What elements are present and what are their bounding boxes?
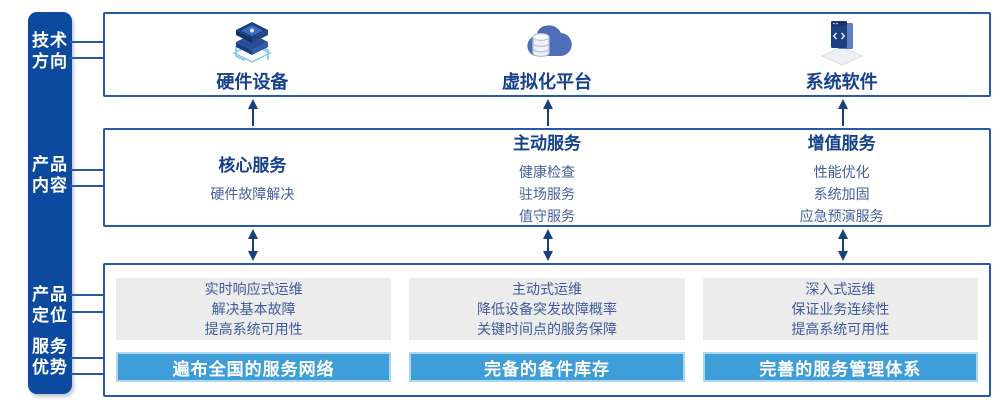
- connector-line: [70, 357, 104, 359]
- positioning-column-3: 深入式运维 保证业务连续性 提高系统可用性 完善的服务管理体系: [702, 278, 978, 395]
- connector-line: [70, 373, 104, 375]
- product-positioning-box: 实时响应式运维 解决基本故障 提高系统可用性 遍布全国的服务网络 主动式运维 降…: [103, 263, 991, 397]
- positioning-column-2: 主动式运维 降低设备突发故障概率 关键时间点的服务保障 完备的备件库存: [409, 278, 685, 395]
- service-item: 健康检查: [519, 163, 575, 180]
- positioning-line: 深入式运维: [805, 281, 876, 297]
- tech-label-software: 系统软件: [805, 71, 878, 92]
- up-arrow: [838, 99, 848, 126]
- positioning-line: 提高系统可用性: [791, 321, 890, 337]
- service-column-core: 核心服务 硬件故障解决: [105, 130, 400, 225]
- service-item: 系统加固: [813, 185, 870, 202]
- tech-label-hardware: 硬件设备: [216, 71, 289, 92]
- service-item: 性能优化: [813, 163, 870, 180]
- service-column-value-added: 增值服务 性能优化 系统加固 应急预演服务: [694, 130, 989, 225]
- advantage-bar: 完善的服务管理体系: [702, 352, 978, 382]
- up-arrow: [543, 99, 553, 126]
- double-arrow: [838, 229, 848, 261]
- software-window-icon: [815, 16, 869, 66]
- service-item: 值守服务: [519, 207, 575, 224]
- positioning-description: 深入式运维 保证业务连续性 提高系统可用性: [702, 278, 978, 340]
- service-title: 核心服务: [218, 155, 287, 175]
- cloud-database-icon: [520, 16, 574, 66]
- positioning-line: 主动式运维: [511, 281, 582, 297]
- connector-line: [70, 311, 104, 313]
- positioning-line: 实时响应式运维: [204, 281, 303, 297]
- positioning-description: 主动式运维 降低设备突发故障概率 关键时间点的服务保障: [409, 278, 685, 340]
- double-arrow: [543, 229, 553, 261]
- positioning-description: 实时响应式运维 解决基本故障 提高系统可用性: [116, 278, 392, 340]
- service-title: 增值服务: [807, 133, 876, 153]
- connector-line: [70, 169, 104, 171]
- connector-line: [70, 294, 104, 296]
- tech-direction-box: 硬件设备 虚拟化平台: [103, 12, 991, 97]
- positioning-line: 解决基本故障: [211, 301, 296, 317]
- connector-line: [70, 41, 104, 43]
- connector-line: [70, 57, 104, 59]
- tech-column-hardware: 硬件设备: [105, 14, 400, 95]
- positioning-line: 提高系统可用性: [204, 321, 303, 337]
- advantage-bar: 完备的备件库存: [409, 352, 685, 382]
- service-title: 主动服务: [513, 133, 581, 153]
- product-content-box: 核心服务 硬件故障解决 主动服务 健康检查 驻场服务 值守服务 增值服务 性能优…: [103, 128, 991, 227]
- sidebar-label-service-advantage: 服务 优势: [32, 337, 68, 377]
- service-item: 硬件故障解决: [210, 185, 295, 202]
- tech-column-software: 系统软件: [694, 14, 989, 95]
- connector-line: [70, 185, 104, 187]
- service-item: 应急预演服务: [799, 207, 884, 224]
- positioning-line: 保证业务连续性: [791, 301, 890, 317]
- category-sidebar: 技术 方向 产品 内容 产品 定位 服务 优势: [28, 12, 72, 394]
- service-item: 驻场服务: [519, 185, 575, 202]
- sidebar-label-tech-direction: 技术 方向: [32, 31, 68, 71]
- service-column-proactive: 主动服务 健康检查 驻场服务 值守服务: [400, 130, 695, 225]
- up-arrow: [248, 99, 258, 126]
- advantage-bar: 遍布全国的服务网络: [116, 352, 392, 382]
- double-arrow: [248, 229, 258, 261]
- positioning-line: 关键时间点的服务保障: [476, 321, 617, 337]
- positioning-line: 降低设备突发故障概率: [476, 301, 617, 317]
- sidebar-label-product-content: 产品 内容: [32, 155, 68, 195]
- sidebar-label-product-positioning: 产品 定位: [32, 285, 68, 325]
- positioning-column-1: 实时响应式运维 解决基本故障 提高系统可用性 遍布全国的服务网络: [116, 278, 392, 395]
- server-stack-icon: [225, 16, 279, 66]
- tech-column-virtualization: 虚拟化平台: [400, 14, 695, 95]
- tech-label-virtualization: 虚拟化平台: [502, 71, 592, 92]
